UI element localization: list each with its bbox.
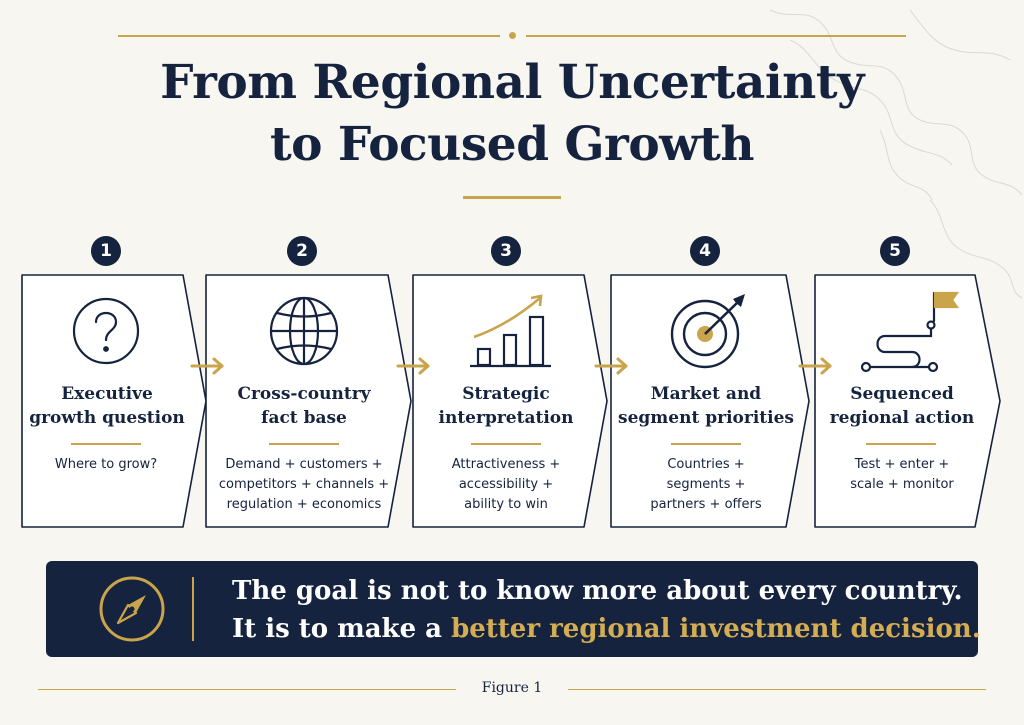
step-title: Cross-country fact base [214, 382, 394, 430]
step-description-line: regulation + economics [226, 497, 382, 512]
growth-chart-icon [470, 294, 551, 368]
target-icon [670, 294, 745, 369]
step-description-line: partners + offers [650, 497, 762, 512]
banner-message-prefix: It is to make a [232, 614, 452, 644]
step-number-badge: 3 [491, 236, 521, 266]
step-card-1 [21, 274, 207, 528]
arrow-right-icon [594, 357, 628, 375]
step-description-line: ability to win [464, 497, 548, 512]
step-title-line: Strategic [462, 384, 550, 404]
step-description-line: Demand + customers + [225, 457, 383, 472]
key-message-banner [46, 561, 978, 657]
title-line-1: From Regional Uncertainty [160, 55, 864, 110]
step-card-4 [610, 274, 810, 528]
step-title: Market and segment priorities [612, 382, 800, 430]
step-number-badge: 5 [880, 236, 910, 266]
step-card-3 [412, 274, 608, 528]
arrow-right-icon [396, 357, 430, 375]
step-title-line: regional action [829, 408, 975, 428]
question-mark-icon [72, 297, 140, 365]
step-title: Executive growth question [22, 382, 192, 430]
step-description-line: competitors + channels + [218, 477, 390, 492]
step-card-2 [205, 274, 412, 528]
figure-caption: Figure 1 [481, 680, 543, 696]
step-divider [671, 443, 741, 445]
step-description: Test + enter + scale + monitor [816, 455, 988, 495]
banner-message-line-1: The goal is not to know more about every… [232, 576, 963, 606]
page-title: From Regional Uncertainty to Focused Gro… [0, 52, 1024, 176]
arrow-right-icon [190, 357, 224, 375]
step-description-line: scale + monitor [850, 477, 954, 492]
banner-divider [192, 577, 194, 641]
caption-rule-left [38, 689, 456, 690]
step-title-line: Sequenced [850, 384, 954, 404]
step-description-line: segments + [666, 477, 746, 492]
step-description: Where to grow? [22, 455, 190, 475]
step-number-badge: 2 [287, 236, 317, 266]
banner-message-highlight: better regional investment decision. [451, 614, 981, 644]
top-rule-dot [509, 32, 516, 39]
step-divider [471, 443, 541, 445]
step-description-line: accessibility + [458, 477, 554, 492]
world-map-watermark [769, 9, 1023, 299]
title-underline [463, 196, 561, 199]
banner-message-line-2: It is to make a better regional investme… [232, 611, 981, 647]
step-description: Demand + customers + competitors + chann… [210, 455, 398, 515]
top-rule-right [526, 35, 906, 37]
step-title-line: growth question [29, 408, 185, 428]
step-title-line: Cross-country [237, 384, 371, 404]
globe-icon [269, 296, 339, 366]
step-title-line: Executive [61, 384, 153, 404]
step-number-badge: 1 [91, 236, 121, 266]
step-card-5 [814, 274, 1001, 528]
step-number-badge: 4 [690, 236, 720, 266]
step-description-line: Attractiveness + [451, 457, 561, 472]
step-title-line: fact base [261, 408, 347, 428]
step-title: Sequenced regional action [816, 382, 988, 430]
step-divider [269, 443, 339, 445]
step-title: Strategic interpretation [418, 382, 594, 430]
arrow-right-icon [798, 357, 832, 375]
compass-icon [99, 576, 165, 642]
route-flag-icon [860, 291, 960, 373]
step-title-line: segment priorities [618, 408, 794, 428]
step-description-line: Where to grow? [54, 457, 158, 472]
step-title-line: interpretation [438, 408, 574, 428]
step-description: Attractiveness + accessibility + ability… [418, 455, 594, 515]
top-rule-left [118, 35, 500, 37]
step-description: Countries + segments + partners + offers [616, 455, 796, 515]
step-divider [71, 443, 141, 445]
step-description-line: Test + enter + [854, 457, 950, 472]
step-description-line: Countries + [667, 457, 745, 472]
title-line-2: to Focused Growth [269, 117, 755, 172]
caption-rule-right [568, 689, 986, 690]
step-title-line: Market and [650, 384, 762, 404]
step-divider [866, 443, 936, 445]
